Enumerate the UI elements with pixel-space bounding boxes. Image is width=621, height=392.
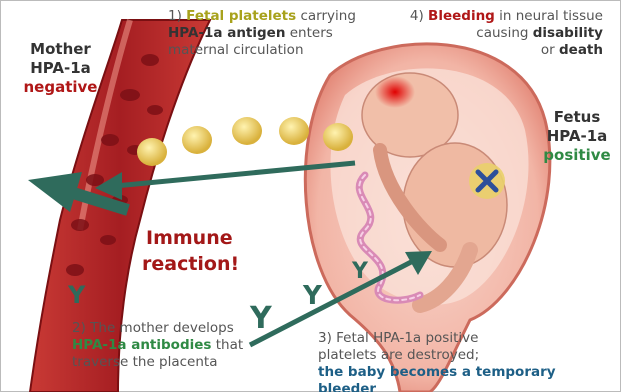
step3-line2: platelets are destroyed; bbox=[318, 347, 618, 364]
step4-line3-text: or bbox=[541, 42, 559, 58]
step4-highlight: Bleeding bbox=[428, 8, 495, 24]
step2-highlight: HPA-1a antibodies bbox=[72, 337, 211, 353]
antibody-icon: Y bbox=[303, 280, 322, 313]
step2-rest: that bbox=[211, 337, 243, 353]
fetus-label: Fetus HPA-1a positive bbox=[535, 108, 619, 164]
platelet bbox=[137, 138, 167, 166]
step3-line1: 3) Fetal HPA-1a positive bbox=[318, 330, 618, 347]
platelet bbox=[279, 117, 309, 145]
fetus-status: positive bbox=[535, 146, 619, 165]
mother-line1: Mother bbox=[18, 40, 103, 59]
fetus-line2: HPA-1a bbox=[535, 127, 619, 146]
immune-line2: reaction! bbox=[142, 252, 239, 278]
step3-caption: 3) Fetal HPA-1a positive platelets are d… bbox=[318, 330, 618, 392]
step2-line1: 2) The mother develops bbox=[72, 320, 272, 337]
step1-highlight: Fetal platelets bbox=[186, 8, 296, 24]
step2-line3: traverse the placenta bbox=[72, 354, 272, 371]
step4-death: death bbox=[559, 42, 603, 58]
step3-line3: the baby becomes a temporary bleeder bbox=[318, 364, 618, 392]
step4-caption: 4) Bleeding in neural tissue causing dis… bbox=[388, 8, 603, 59]
platelet bbox=[323, 123, 353, 151]
step1-caption: 1) Fetal platelets carrying HPA-1a antig… bbox=[168, 8, 378, 59]
brain-bleed-mark bbox=[375, 76, 415, 108]
fetus-line1: Fetus bbox=[535, 108, 619, 127]
step2-caption: 2) The mother develops HPA-1a antibodies… bbox=[72, 320, 272, 371]
step4-rest: in neural tissue bbox=[495, 8, 603, 24]
step1-line2: HPA-1a antigen enters bbox=[168, 25, 378, 42]
antibody-icon: Y bbox=[352, 258, 368, 286]
step1-rest2: enters bbox=[285, 25, 332, 41]
x-mark-icon bbox=[469, 163, 505, 199]
mother-label: Mother HPA-1a negative bbox=[18, 40, 103, 96]
step4-line2-text: causing bbox=[476, 25, 532, 41]
step1-rest1: carrying bbox=[296, 8, 356, 24]
immune-reaction-label: Immune reaction! bbox=[142, 226, 239, 277]
step4-line2: causing disability bbox=[388, 25, 603, 42]
platelet bbox=[182, 126, 212, 154]
step1-line3: maternal circulation bbox=[168, 42, 378, 59]
step2-line2: HPA-1a antibodies that bbox=[72, 337, 272, 354]
step1-line1: 1) Fetal platelets carrying bbox=[168, 8, 378, 25]
step1-antigen: HPA-1a antigen bbox=[168, 25, 285, 41]
step4-line3: or death bbox=[388, 42, 603, 59]
platelet bbox=[232, 117, 262, 145]
antibody-icon: Y bbox=[68, 280, 85, 310]
step1-prefix: 1) bbox=[168, 8, 186, 24]
mother-line2: HPA-1a bbox=[18, 59, 103, 78]
immune-line1: Immune bbox=[142, 226, 239, 252]
step4-prefix: 4) bbox=[410, 8, 428, 24]
step4-disability: disability bbox=[533, 25, 603, 41]
mother-status: negative bbox=[18, 78, 103, 97]
step4-line1: 4) Bleeding in neural tissue bbox=[388, 8, 603, 25]
